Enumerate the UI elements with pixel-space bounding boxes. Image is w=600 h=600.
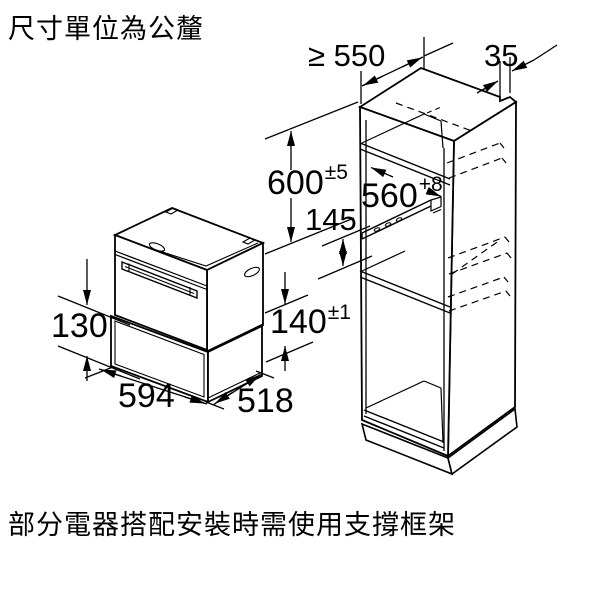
dim-width [84, 366, 208, 405]
drawer-front-face [114, 233, 208, 352]
drawer-view [110, 207, 266, 404]
rear-tab-right [241, 237, 257, 245]
dim-appliance-height [264, 272, 314, 371]
cabinet-view [357, 67, 518, 476]
cabinet-dimensions [264, 37, 558, 280]
drawer-handle [121, 260, 198, 300]
rear-tab-left [164, 207, 180, 215]
label-front-panel-height: 130 [51, 307, 108, 345]
cabinet-bottom [363, 380, 445, 449]
rail-bracket [430, 196, 442, 212]
label-appliance-height: 140±1 [270, 301, 351, 341]
plinth [360, 407, 518, 476]
dim-niche-width [370, 166, 442, 198]
label-width: 594 [118, 377, 175, 415]
label-niche-height: 600±5 [267, 161, 348, 202]
drawer-dimensions [57, 259, 314, 410]
dim-front-panel-height [57, 259, 141, 381]
dim-depth [205, 370, 275, 410]
upper-shelf [359, 106, 451, 186]
dim-min-depth [360, 37, 454, 104]
hidden-niche-back-line [395, 102, 481, 135]
dim-niche-height [264, 101, 359, 255]
hidden-shelf-lines [446, 142, 512, 312]
dim-rear-gap [476, 44, 558, 97]
middle-shelf [359, 250, 451, 314]
label-depth: 518 [237, 382, 294, 420]
label-drawer-niche-height: 145 [305, 202, 357, 237]
dimension-labels: 130 140±1 594 518 ≥ 550 35 600±5 560+8 1… [51, 38, 518, 420]
support-frame-note: 部分電器搭配安裝時需使用支撐框架 [8, 510, 456, 540]
label-min-depth: ≥ 550 [308, 38, 385, 73]
side-grip-cutout [244, 266, 260, 278]
label-niche-width: 560+8 [361, 173, 443, 215]
support-rail [361, 196, 442, 240]
dim-drawer-niche-height [317, 225, 373, 280]
label-rear-gap: 35 [484, 38, 518, 73]
unit-note: 尺寸單位為公釐 [8, 14, 204, 44]
